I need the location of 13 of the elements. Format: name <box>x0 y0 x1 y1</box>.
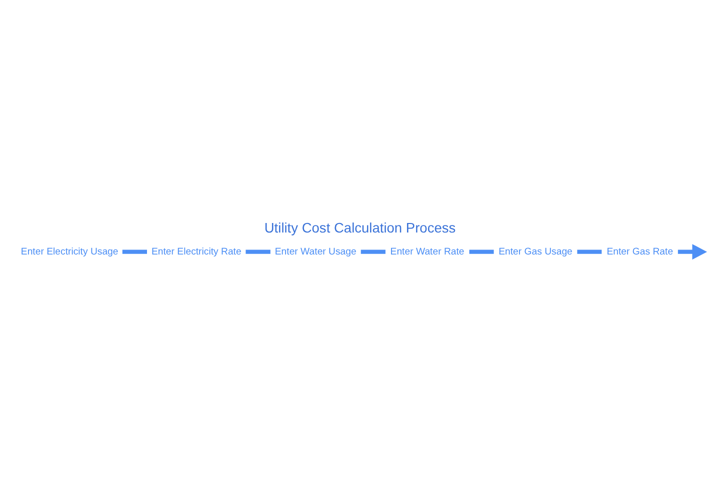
connector <box>246 250 270 254</box>
diagram-title: Utility Cost Calculation Process <box>264 220 456 236</box>
node-text: Enter Electricity Usage <box>20 246 118 258</box>
connector <box>122 250 147 254</box>
node-text: Enter Gas Rate <box>606 246 674 258</box>
node-text: Enter Electricity Rate <box>151 246 242 258</box>
node-text: Enter Water Usage <box>274 246 356 258</box>
arrow <box>678 244 708 260</box>
connector <box>469 250 494 254</box>
connector <box>577 250 602 254</box>
connector <box>360 250 386 254</box>
node-text: Enter Water Rate <box>390 246 464 258</box>
node-text: Enter Gas Usage <box>498 246 572 258</box>
